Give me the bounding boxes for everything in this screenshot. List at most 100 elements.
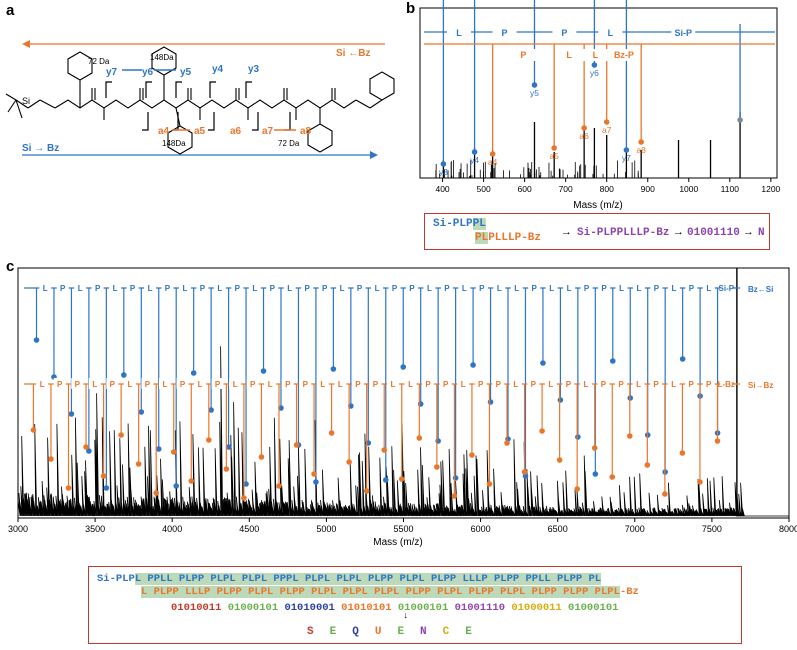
c-blue-letter: P <box>479 284 485 293</box>
c-orange-point <box>311 471 317 477</box>
c-blue-point <box>313 479 319 485</box>
c-blue-point <box>592 471 599 477</box>
c-orange-point <box>188 478 195 484</box>
silicon-label: Si <box>22 96 30 106</box>
c-blue-point <box>470 362 476 368</box>
c-orange-point <box>276 483 282 489</box>
c-orange-letter: P <box>601 380 607 389</box>
c-orange-letter: P <box>75 380 81 389</box>
c-word-letter: E <box>465 626 472 638</box>
c-orange-point <box>100 473 107 479</box>
c-orange-point <box>346 459 352 465</box>
b-a-point <box>581 125 587 131</box>
b-a-label: a8 <box>636 145 646 155</box>
c-orange-point <box>626 433 633 439</box>
b-y-point <box>440 161 447 167</box>
c-orange-letter: L-Bz <box>718 380 735 389</box>
c-orange-letter: L <box>92 380 97 389</box>
b-a-label: a4 <box>488 157 498 167</box>
c-blue-point <box>557 397 564 403</box>
c-blue-letter: L <box>182 284 187 293</box>
b-a-label: a7 <box>602 125 612 135</box>
b-y-point <box>591 62 598 68</box>
c-blue-point <box>121 372 127 378</box>
a6-label: a6 <box>230 126 242 137</box>
c-blue-letter: L <box>148 284 153 293</box>
c-blue-letter: L <box>514 284 519 293</box>
panel-c-xlabel: Mass (m/z) <box>373 537 422 548</box>
a5-label: a5 <box>194 126 206 137</box>
b-blue-segment: L <box>456 28 462 38</box>
c-blue-point <box>190 370 197 376</box>
c-orange-point <box>697 479 703 485</box>
c-orange-point <box>679 450 686 456</box>
c-blue-letter: P <box>200 284 206 293</box>
c-orange-point <box>556 457 563 463</box>
b-xtick-label: 1200 <box>761 184 780 194</box>
c-orange-letter: P <box>303 380 309 389</box>
b-a-point <box>551 145 557 151</box>
b-blue-segment: P <box>561 28 567 38</box>
c-orange-letter: L <box>408 380 413 389</box>
b-y-label: y6 <box>590 68 599 78</box>
c-blue-letter: P <box>305 284 311 293</box>
c-blue-point <box>225 444 232 450</box>
c-orange-end: Si→Bz <box>748 381 773 390</box>
c-xtick-label: 8000 <box>779 524 797 534</box>
c-blue-point <box>208 407 214 413</box>
c-blue-letter: L <box>78 284 83 293</box>
b-seq-part1: Si-PLP <box>433 218 473 230</box>
c-orange-point <box>574 486 580 492</box>
c-orange-letter: P <box>110 380 116 389</box>
c-orange-letter: P <box>689 380 695 389</box>
c-word-letter: E <box>397 626 405 638</box>
c-word-letter: E <box>329 626 337 638</box>
panel-label-a: a <box>6 2 15 19</box>
c-seq-bytes: 01010011 01000101 01010001 01010101 0100… <box>171 602 618 614</box>
top-arrow-label: Si ←Bz <box>336 48 370 59</box>
c-orange-point <box>135 461 142 467</box>
c-blue-letter: P <box>270 284 276 293</box>
b-a-label: a6 <box>579 131 589 141</box>
c-orange-letter: L <box>391 380 396 389</box>
c-orange-letter: P <box>145 380 151 389</box>
c-orange-letter: P <box>566 380 572 389</box>
c-blue-point <box>103 485 110 491</box>
c-blue-letter: P <box>689 284 695 293</box>
c-blue-letter: Si-P <box>719 284 735 293</box>
c-xtick-label: 4000 <box>162 524 182 534</box>
c-orange-letter: P <box>215 380 221 389</box>
c-blue-point <box>382 477 389 483</box>
c-blue-point <box>173 483 180 489</box>
y6-label: y6 <box>142 67 154 78</box>
c-word-letter: C <box>442 626 450 638</box>
c-orange-letter: P <box>706 380 712 389</box>
c-blue-letter: P <box>357 284 363 293</box>
c-orange-letter: L <box>198 380 203 389</box>
c-xtick-label: 6000 <box>471 524 491 534</box>
c-blue-point <box>487 399 494 405</box>
c-orange-letter: P <box>618 380 624 389</box>
c-orange-point <box>539 428 545 434</box>
c-orange-letter: L <box>233 380 238 389</box>
c-blue-letter: P <box>322 284 328 293</box>
panel-a-structure: Si ←Bz Si → Bz <box>5 40 395 159</box>
b-y-label: y7 <box>622 153 631 163</box>
c-orange-point <box>521 469 528 475</box>
c-orange-letter: L <box>163 380 168 389</box>
c-orange-point <box>293 442 300 448</box>
c-orange-point <box>486 481 493 487</box>
c-blue-letter: L <box>671 284 676 293</box>
b-xtick-label: 500 <box>477 184 491 194</box>
polymer-backbone <box>5 46 395 155</box>
y7-label: y7 <box>106 67 118 78</box>
c-blue-point <box>86 448 92 454</box>
b-xtick-label: 900 <box>641 184 655 194</box>
c-blue-letter: P <box>532 284 538 293</box>
c-seq-row2: L PLPP LLLP PLPP PLPL PLPP PLPL PLPL PLP… <box>141 586 620 598</box>
c-seq-prefix: Si-PLP <box>97 573 135 585</box>
c-orange-letter: P <box>180 380 186 389</box>
c-orange-point <box>241 495 247 501</box>
